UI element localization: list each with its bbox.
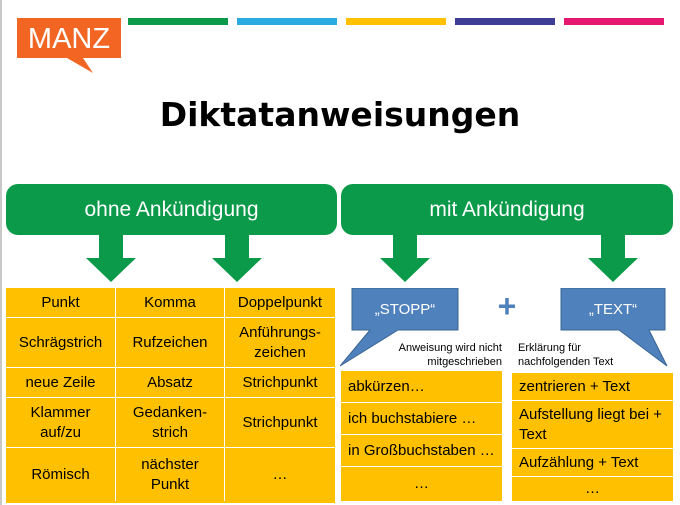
- text-note: Erklärung für nachfolgenden Text: [518, 342, 614, 368]
- table-cell: Strichpunkt: [225, 398, 335, 448]
- list-item: Aufstellung liegt bei + Text: [512, 401, 673, 449]
- color-bar-green: [128, 18, 228, 25]
- color-bar-cyan: [237, 18, 337, 25]
- table-cell: Strichpunkt: [225, 368, 335, 398]
- stopp-callout-shape: [340, 288, 459, 367]
- text-examples-list: zentrieren + Text Aufstellung liegt bei …: [512, 373, 673, 501]
- arrow-down-icon: [588, 234, 638, 282]
- table-cell: Komma: [116, 288, 225, 318]
- table-cell: Anführungs-zeichen: [225, 318, 335, 368]
- table-cell: Doppelpunkt: [225, 288, 335, 318]
- arrow-down-icon: [212, 234, 262, 282]
- list-item: Aufzählung + Text: [512, 449, 673, 477]
- stopp-callout-label: „STOPP“: [374, 301, 436, 318]
- table-cell: neue Zeile: [6, 368, 116, 398]
- table-cell: Gedanken-strich: [116, 398, 225, 448]
- stopp-examples-list: abkürzen… ich buchstabiere … in Großbuch…: [341, 371, 502, 501]
- table-cell: Punkt: [6, 288, 116, 318]
- color-bar-pink: [564, 18, 664, 25]
- arrow-down-icon: [380, 234, 430, 282]
- text-callout-label: „TEXT“: [588, 301, 638, 318]
- arrow-down-icon: [86, 234, 136, 282]
- text-callout-shape: [560, 288, 668, 367]
- table-cell: Absatz: [116, 368, 225, 398]
- list-item: in Großbuchstaben …: [341, 435, 502, 467]
- list-item: ich buchstabiere …: [341, 403, 502, 435]
- table-cell: Klammer auf/zu: [6, 398, 116, 448]
- table-cell: Rufzeichen: [116, 318, 225, 368]
- table-cell: …: [272, 465, 288, 483]
- header-without-label: ohne Ankündigung: [84, 197, 259, 221]
- header-with-announcement: mit Ankündigung: [341, 184, 673, 235]
- page-title: Diktatanweisungen: [159, 95, 521, 134]
- list-item: …: [414, 475, 429, 492]
- color-bar-navy: [455, 18, 555, 25]
- color-bar-yellow: [346, 18, 446, 25]
- logo-text: MANZ: [27, 23, 111, 55]
- table-cell: nächster Punkt: [116, 448, 225, 501]
- slide-frame-edge: [0, 0, 2, 505]
- without-announcement-table: Punkt Komma Doppelpunkt Schrägstrich Ruf…: [6, 288, 335, 503]
- stopp-note: Anweisung wird nicht mitgeschrieben: [398, 342, 502, 368]
- list-item: abkürzen…: [341, 371, 502, 403]
- table-cell: Schrägstrich: [6, 318, 116, 368]
- plus-sign: +: [497, 288, 517, 324]
- list-item: zentrieren + Text: [512, 373, 673, 401]
- list-item: …: [585, 480, 600, 497]
- manz-logo: MANZ: [17, 18, 121, 74]
- header-without-announcement: ohne Ankündigung: [6, 184, 337, 235]
- header-with-label: mit Ankündigung: [429, 197, 585, 221]
- table-cell: Römisch: [6, 448, 116, 501]
